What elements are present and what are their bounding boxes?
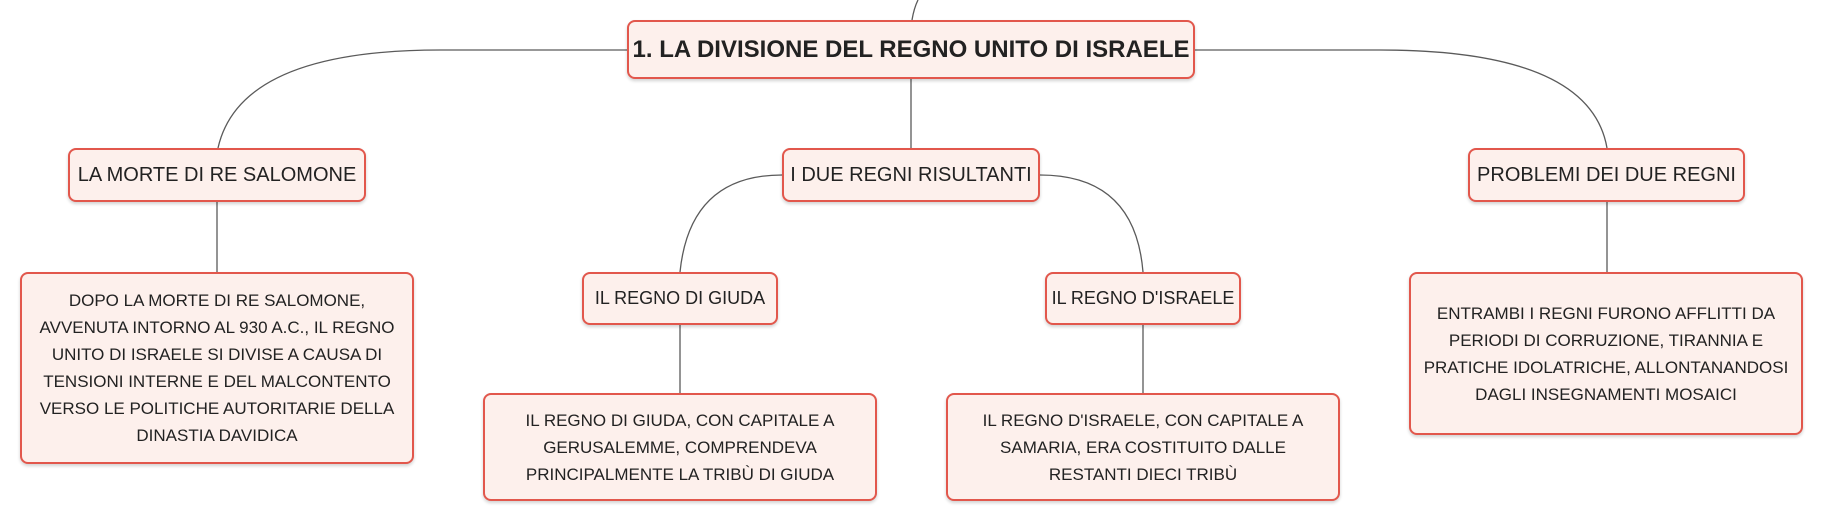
detail-regno-israele[interactable]: IL REGNO D'ISRAELE, CON CAPITALE A SAMAR… xyxy=(946,393,1340,501)
connector-root-problemi xyxy=(1195,49,1608,149)
topic-due-regni[interactable]: I DUE REGNI RISULTANTI xyxy=(782,148,1040,202)
root-topic[interactable]: 1. LA DIVISIONE DEL REGNO UNITO DI ISRAE… xyxy=(627,20,1195,79)
detail-regno-giuda[interactable]: IL REGNO DI GIUDA, CON CAPITALE A GERUSA… xyxy=(483,393,877,501)
subtopic-regno-giuda[interactable]: IL REGNO DI GIUDA xyxy=(582,272,778,325)
detail-morte-salomone[interactable]: DOPO LA MORTE DI RE SALOMONE, AVVENUTA I… xyxy=(20,272,414,464)
detail-problemi[interactable]: ENTRAMBI I REGNI FURONO AFFLITTI DA PERI… xyxy=(1409,272,1803,435)
connector-parent-root xyxy=(911,0,919,21)
connector-regni-giuda xyxy=(679,174,783,273)
connector-regni-israele xyxy=(1039,174,1144,273)
topic-problemi[interactable]: PROBLEMI DEI DUE REGNI xyxy=(1468,148,1745,202)
connector-root-morte xyxy=(217,49,627,149)
subtopic-regno-israele[interactable]: IL REGNO D'ISRAELE xyxy=(1045,272,1241,325)
topic-morte-salomone[interactable]: LA MORTE DI RE SALOMONE xyxy=(68,148,366,202)
